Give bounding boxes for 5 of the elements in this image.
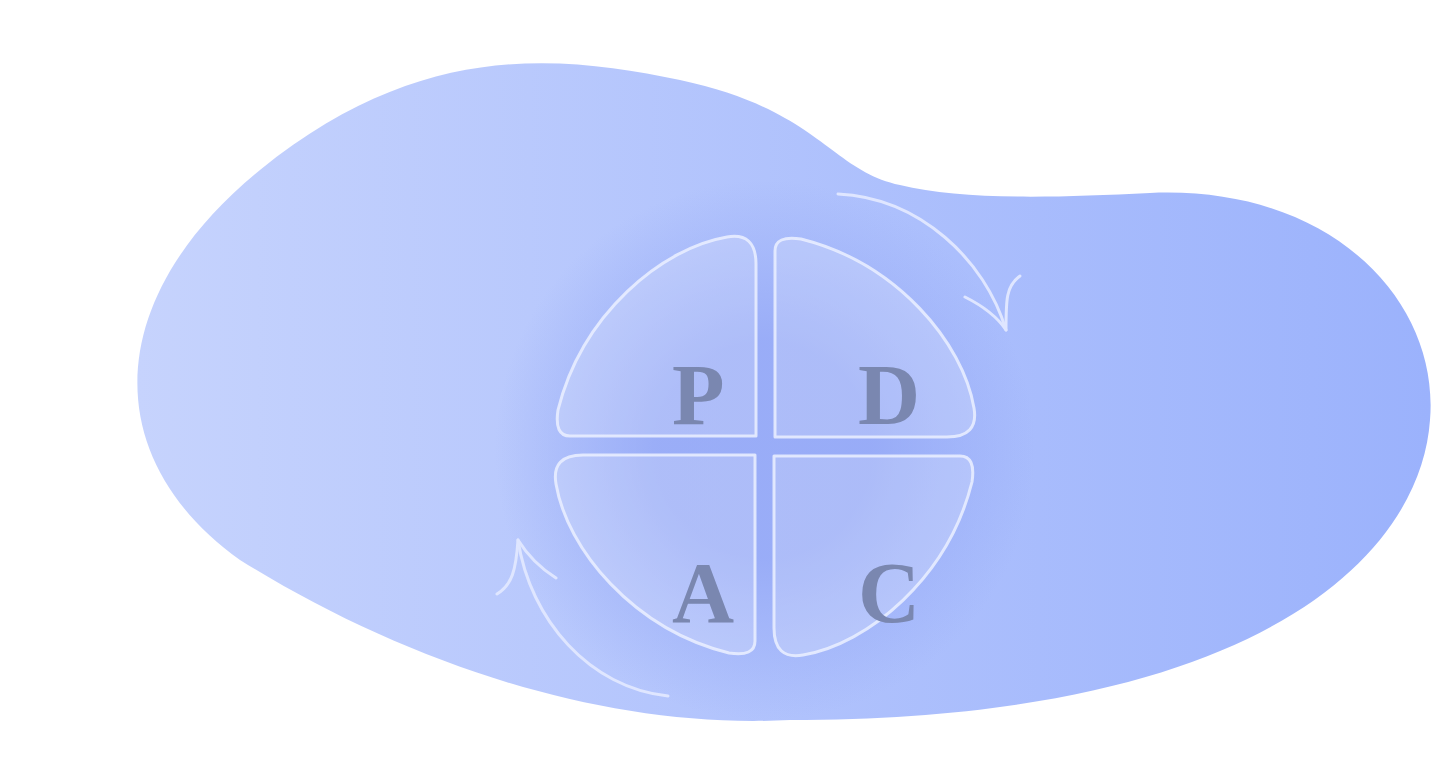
quadrant-tile [552, 452, 760, 658]
quadrant-letter: C [858, 550, 921, 636]
quadrant-letter: A [672, 550, 735, 636]
quadrant-letter: D [858, 352, 921, 438]
quadrant-letter: P [672, 352, 725, 438]
